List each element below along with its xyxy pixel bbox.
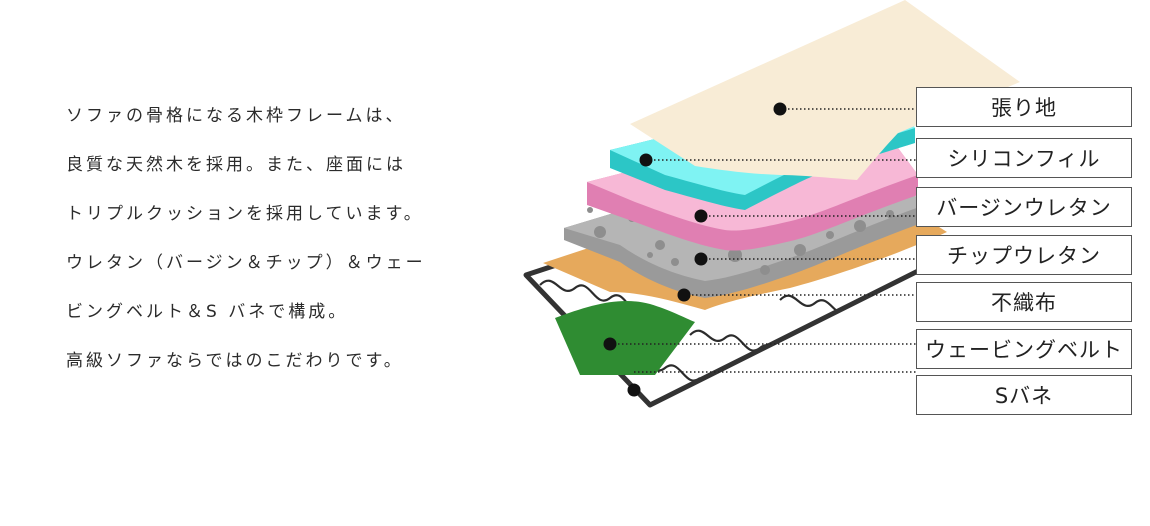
label-non-woven-fabric: 不織布 [916,282,1132,322]
label-silicone-fill: シリコンフィル [916,138,1132,178]
marker-dot-upholstery [773,102,787,116]
layers-illustration [523,0,1020,408]
marker-dot-virgin-urethane [694,209,708,223]
label-chip-urethane: チップウレタン [916,235,1132,275]
label-upholstery-fabric: 張り地 [916,87,1132,127]
upholstery-fabric-layer [630,0,1020,180]
marker-dot-silicone [639,153,653,167]
description-line-3: トリプルクッションを採用しています。 [66,204,424,224]
description-line-5: ビングベルト＆S バネで構成。 [66,302,349,322]
marker-dot-chip-urethane [694,252,708,266]
marker-dot-webbing-belt [603,337,617,351]
description-line-2: 良質な天然木を採用。また、座面には [66,155,406,175]
marker-dot-s-spring [627,383,641,397]
description-line-6: 高級ソファならではのこだわりです。 [66,351,404,371]
webbing-belt-layer [555,300,695,375]
description-line-1: ソファの骨格になる木枠フレームは、 [66,106,406,126]
label-webbing-belt: ウェービングベルト [916,329,1132,369]
label-s-spring: Sバネ [916,375,1132,415]
description-line-4: ウレタン（バージン＆チップ）＆ウェー [66,253,426,273]
marker-dot-non-woven [677,288,691,302]
label-virgin-urethane: バージンウレタン [916,187,1132,227]
cushion-layers-diagram: 張り地 シリコンフィル バージンウレタン チップウレタン 不織布 ウェービングベ… [500,0,1150,522]
sofa-description: ソファの骨格になる木枠フレームは、 良質な天然木を採用。また、座面には トリプル… [66,92,496,386]
